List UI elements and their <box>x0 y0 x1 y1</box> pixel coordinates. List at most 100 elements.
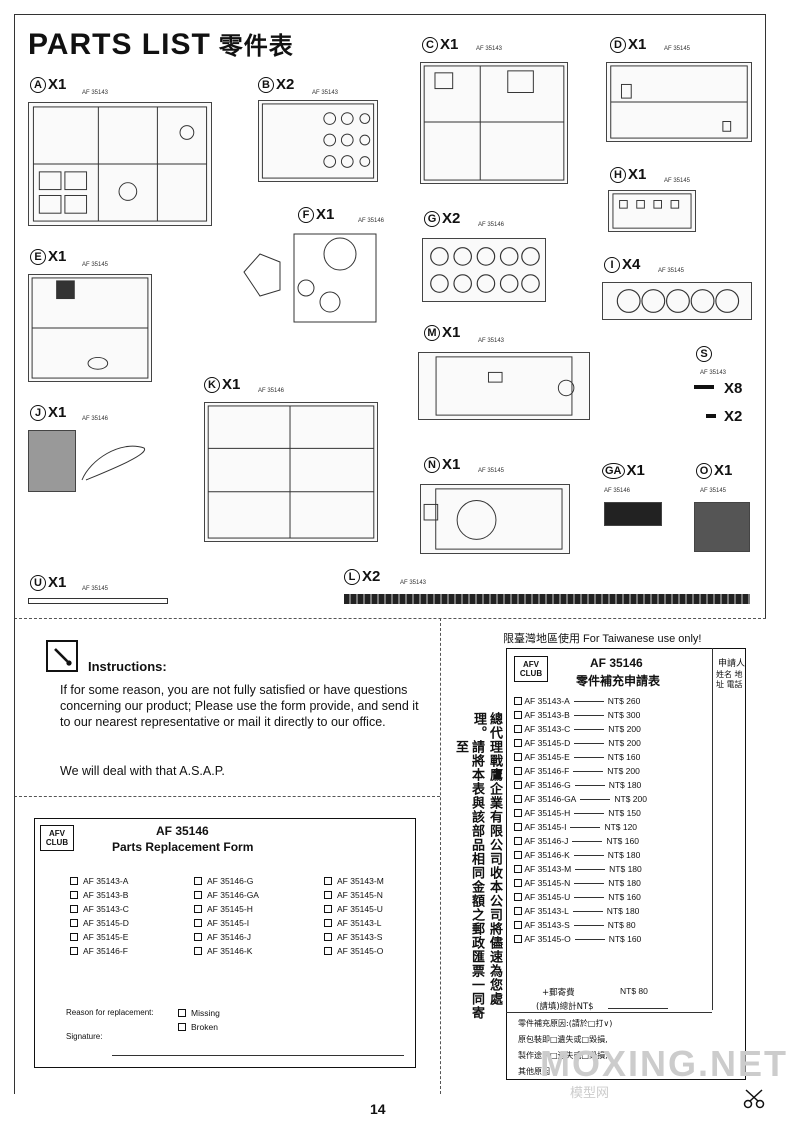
tw-form-code: AF 35146 <box>590 656 643 670</box>
form-en-item[interactable]: AF 35143-B <box>70 890 128 900</box>
form-en-item[interactable]: AF 35146-G <box>194 876 253 886</box>
sprue-code-e: AF 35145 <box>82 262 109 268</box>
sprue-code-d: AF 35145 <box>664 46 691 52</box>
tw-reason-row[interactable]: 製作途中□遺失或□毀損, <box>518 1051 608 1060</box>
form-en-item[interactable]: AF 35143-L <box>324 918 381 928</box>
afv-club-logo: AFV CLUB <box>40 825 74 851</box>
sprue-c-image <box>420 62 568 184</box>
tw-total-field[interactable] <box>608 1008 668 1009</box>
sprue-n-image <box>420 484 570 554</box>
sprue-code-j: AF 35146 <box>82 416 109 422</box>
sprue-label-s: S <box>696 346 712 362</box>
form-en-code: AF 35146 <box>156 824 209 838</box>
divider-vertical <box>440 618 441 1094</box>
scissors-icon <box>742 1088 766 1110</box>
sprue-code-a: AF 35143 <box>82 90 109 96</box>
form-en-item[interactable]: AF 35145-N <box>324 890 383 900</box>
form-en-item[interactable]: AF 35145-E <box>70 932 128 942</box>
reason-label: Reason for replacement: <box>66 1008 154 1017</box>
form-en-item[interactable]: AF 35146-F <box>70 946 128 956</box>
instructions-body: If for some reason, you are not fully sa… <box>60 683 419 729</box>
sprue-code-c: AF 35143 <box>476 46 503 52</box>
sprue-i-image <box>602 282 752 320</box>
form-en-item[interactable]: AF 35143-S <box>324 932 382 942</box>
form-en-item[interactable]: AF 35146-GA <box>194 890 259 900</box>
sprue-d-image <box>606 62 752 142</box>
form-en-item[interactable]: AF 35145-H <box>194 904 253 914</box>
sprue-e-image <box>28 274 152 382</box>
form-en-item[interactable]: AF 35145-I <box>194 918 249 928</box>
sprue-code-f: AF 35146 <box>358 218 385 224</box>
divider-horizontal-left <box>14 796 440 797</box>
sprue-j-wire <box>80 440 150 482</box>
form-en-item[interactable]: AF 35146-K <box>194 946 252 956</box>
sprue-code-k: AF 35146 <box>258 388 285 394</box>
s-part-short-qty: X2 <box>724 408 743 425</box>
bottom-left-panel <box>14 618 440 1094</box>
tw-replacement-form <box>506 648 746 1080</box>
tw-applicant-column <box>712 648 746 1010</box>
form-en-item[interactable]: AF 35143-C <box>70 904 129 914</box>
form-en-item[interactable]: AF 35145-D <box>70 918 129 928</box>
reason-missing-checkbox[interactable]: Missing <box>178 1008 220 1018</box>
s-part-short <box>706 414 716 418</box>
instruction-icon <box>46 640 78 672</box>
vertical-text-2: 請將本表與該部品相同金額之郵政匯票一同寄至 <box>453 740 484 1020</box>
form-en-item[interactable]: AF 35145-U <box>324 904 383 914</box>
sprue-h-image <box>608 190 696 232</box>
form-en-item[interactable]: AF 35146-J <box>194 932 251 942</box>
signature-line[interactable] <box>112 1055 404 1056</box>
tw-reason-row[interactable]: 原包裝即□遺失或□毀損, <box>518 1035 608 1044</box>
reason-broken-checkbox[interactable]: Broken <box>178 1022 218 1032</box>
sprue-u-image <box>28 598 168 604</box>
sprue-code-l: AF 35143 <box>400 580 427 586</box>
sprue-code-m: AF 35143 <box>478 338 505 344</box>
form-en-item[interactable]: AF 35143-M <box>324 876 384 886</box>
form-en-item[interactable]: AF 35145-O <box>324 946 383 956</box>
sprue-k-image <box>204 402 378 542</box>
sprue-g-image <box>422 238 546 302</box>
sprue-l-track <box>344 594 750 604</box>
tw-postage-label: +郵寄費 <box>542 988 575 998</box>
sprue-ga-image <box>604 502 662 526</box>
s-part-long-qty: X8 <box>724 380 743 397</box>
tw-reason-row[interactable]: 其他原因 <box>518 1067 550 1076</box>
tw-applicant-fields: 姓名 地址 電話 <box>716 670 743 689</box>
tw-total-label: (請填)總計NT$ <box>536 1002 594 1012</box>
signature-label: Signature: <box>66 1032 103 1041</box>
sprue-b-image <box>258 100 378 182</box>
form-en-item[interactable]: AF 35143-A <box>70 876 128 886</box>
sprue-code-o: AF 35145 <box>700 488 727 494</box>
sprue-a-image <box>28 102 212 226</box>
form-en-title: Parts Replacement Form <box>112 840 254 854</box>
divider-horizontal <box>14 618 766 619</box>
